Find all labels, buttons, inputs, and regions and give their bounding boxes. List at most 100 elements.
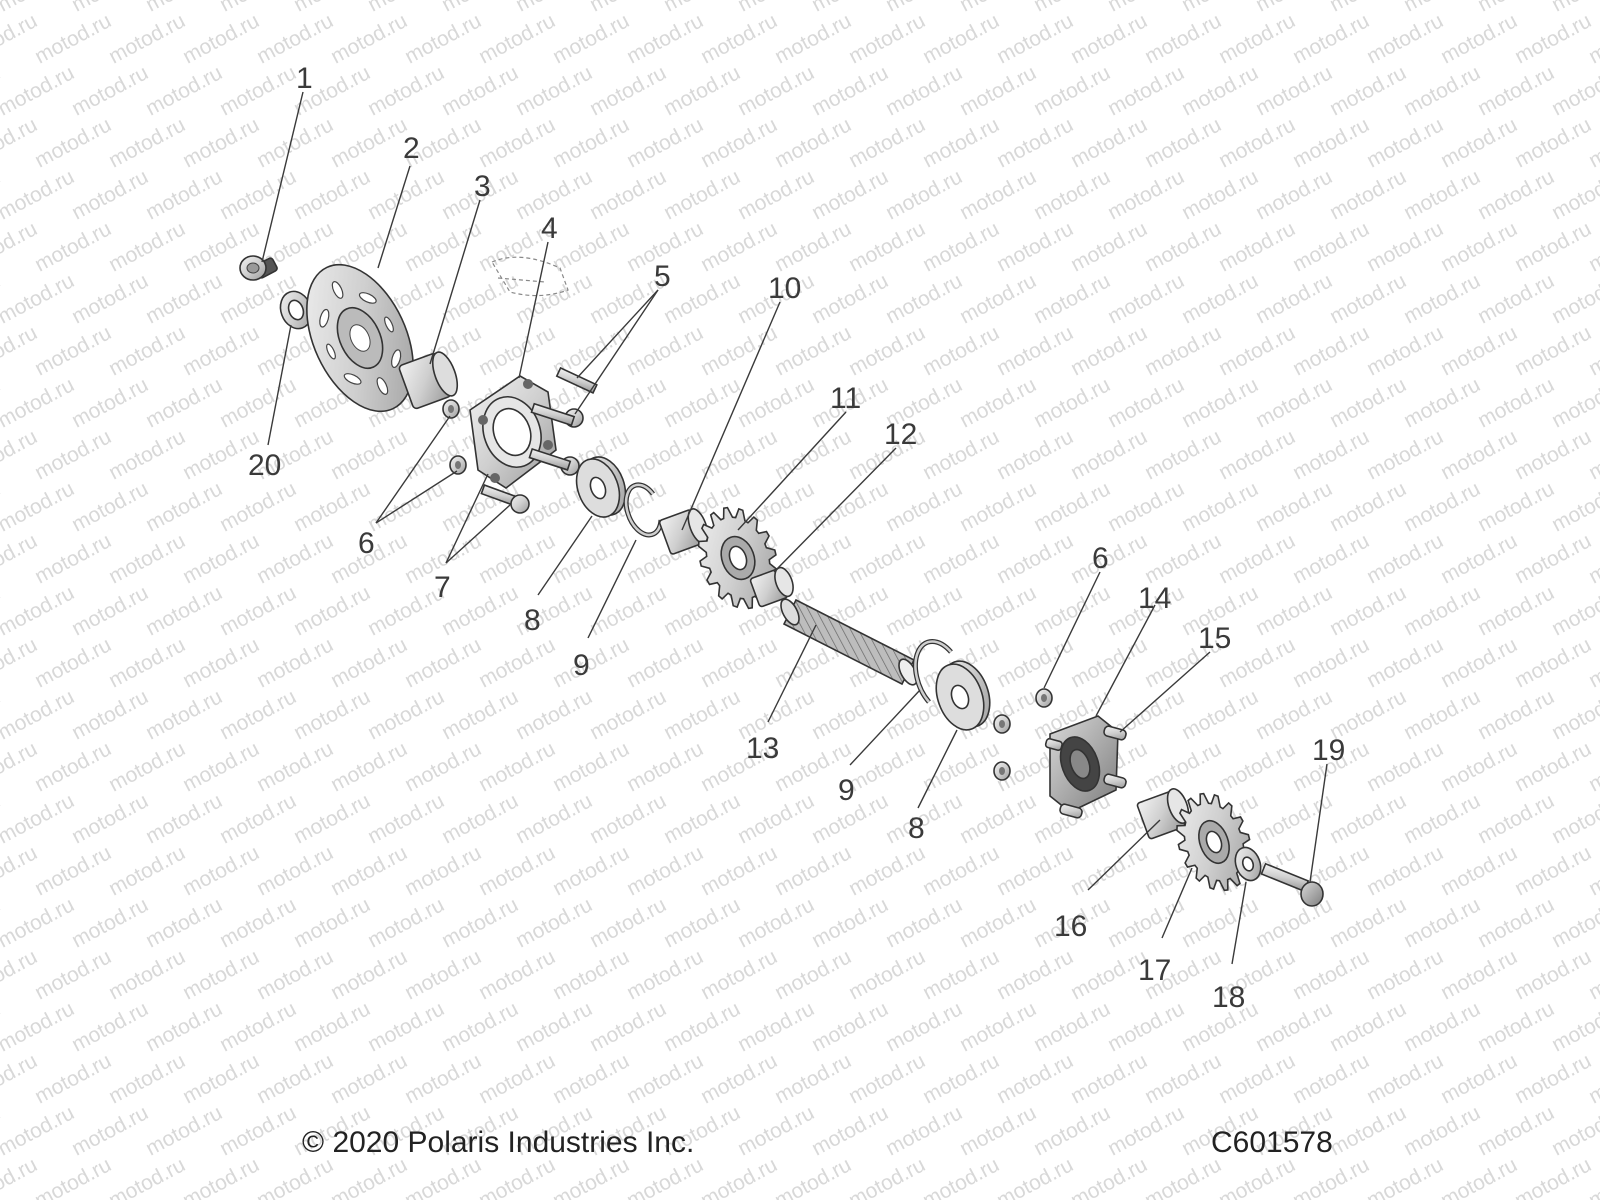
watermark-text: motod.ru (1289, 425, 1373, 484)
watermark-text: motod.ru (623, 633, 707, 692)
watermark-text: motod.ru (401, 1153, 485, 1200)
watermark-text: motod.ru (808, 269, 892, 328)
watermark-text: motod.ru (475, 737, 559, 796)
watermark-text: motod.ru (623, 425, 707, 484)
watermark-text: motod.ru (1400, 685, 1484, 744)
callout-10: 10 (768, 272, 801, 305)
watermark-text: motod.ru (1141, 1153, 1225, 1200)
watermark-text: motod.ru (956, 581, 1040, 640)
watermark-text: motod.ru (845, 113, 929, 172)
watermark-text: motod.ru (253, 1153, 337, 1200)
watermark-text: motod.ru (1511, 1049, 1595, 1108)
watermark-text: motod.ru (142, 1101, 226, 1160)
watermark-text: motod.ru (1437, 737, 1521, 796)
watermark-text: motod.ru (586, 165, 670, 224)
watermark-text: motod.ru (1548, 997, 1600, 1056)
watermark-text: motod.ru (0, 1049, 41, 1108)
watermark-text: motod.ru (697, 945, 781, 1004)
watermark-text: motod.ru (364, 477, 448, 536)
watermark-text: motod.ru (1141, 737, 1225, 796)
watermark-text: motod.ru (882, 0, 966, 16)
watermark-text: motod.ru (179, 529, 263, 588)
watermark-text: motod.ru (1437, 529, 1521, 588)
watermark-text: motod.ru (327, 1049, 411, 1108)
watermark-text: motod.ru (549, 113, 633, 172)
watermark-text: motod.ru (0, 113, 41, 172)
watermark-text: motod.ru (1363, 321, 1447, 380)
watermark-text: motod.ru (142, 685, 226, 744)
watermark-text: motod.ru (1178, 0, 1262, 16)
watermark-text: motod.ru (1104, 997, 1188, 1056)
watermark-text: motod.ru (1363, 633, 1447, 692)
watermark-text: motod.ru (882, 269, 966, 328)
watermark-text: motod.ru (1511, 425, 1595, 484)
watermark-text: motod.ru (586, 581, 670, 640)
watermark-text: motod.ru (549, 1153, 633, 1200)
watermark-text: motod.ru (993, 321, 1077, 380)
leader-lines (261, 91, 1328, 965)
watermark-text: motod.ru (734, 0, 818, 16)
part-19-bolt (1260, 862, 1324, 907)
watermark-text: motod.ru (1400, 0, 1484, 16)
watermark-text: motod.ru (771, 425, 855, 484)
watermark-text: motod.ru (438, 789, 522, 848)
part-18-washer (1234, 846, 1262, 882)
watermark-text: motod.ru (1474, 893, 1558, 952)
callout-12: 12 (884, 418, 917, 451)
watermark-text: motod.ru (1511, 1153, 1595, 1200)
watermark-text: motod.ru (364, 61, 448, 120)
watermark-text: motod.ru (475, 1049, 559, 1108)
watermark-text: motod.ru (216, 581, 300, 640)
watermark-text: motod.ru (1474, 997, 1558, 1056)
watermark-text: motod.ru (253, 841, 337, 900)
watermark-text: motod.ru (1141, 321, 1225, 380)
watermark-text: motod.ru (1030, 61, 1114, 120)
watermark-text: motod.ru (1252, 373, 1336, 432)
watermark-text: motod.ru (660, 269, 744, 328)
watermark-text: motod.ru (1363, 945, 1447, 1004)
part-14-hub (1049, 715, 1119, 813)
watermark-text: motod.ru (0, 477, 78, 536)
watermark-text: motod.ru (216, 789, 300, 848)
callout-6-left: 6 (358, 527, 375, 560)
part-9-snap-ring-left (623, 482, 664, 538)
watermark-text: motod.ru (512, 997, 596, 1056)
watermark-text: motod.ru (290, 997, 374, 1056)
watermark-text: motod.ru (993, 1153, 1077, 1200)
watermark-text: motod.ru (1511, 633, 1595, 692)
watermark-text: motod.ru (993, 529, 1077, 588)
watermark-text: motod.ru (697, 113, 781, 172)
watermark-text: motod.ru (1363, 217, 1447, 276)
watermark-text: motod.ru (1289, 113, 1373, 172)
watermark-text: motod.ru (993, 425, 1077, 484)
watermark-text: motod.ru (1252, 581, 1336, 640)
watermark-text: motod.ru (623, 841, 707, 900)
watermark-text: motod.ru (1400, 373, 1484, 432)
watermark-text: motod.ru (1400, 581, 1484, 640)
watermark-text: motod.ru (771, 1153, 855, 1200)
watermark-text: motod.ru (1289, 1153, 1373, 1200)
watermark-text: motod.ru (68, 477, 152, 536)
watermark-text: motod.ru (105, 1049, 189, 1108)
watermark-text: motod.ru (919, 841, 1003, 900)
watermark-text: motod.ru (882, 893, 966, 952)
callout-8-left: 8 (524, 604, 541, 637)
watermark-text: motod.ru (1252, 789, 1336, 848)
watermark-text: motod.ru (1252, 269, 1336, 328)
watermark-text: motod.ru (1141, 217, 1225, 276)
watermark-text: motod.ru (68, 373, 152, 432)
callout-11: 11 (830, 382, 861, 415)
watermark-text: motod.ru (105, 321, 189, 380)
watermark-text: motod.ru (1511, 217, 1595, 276)
watermark-text: motod.ru (1437, 633, 1521, 692)
watermark-text: motod.ru (327, 633, 411, 692)
watermark-text: motod.ru (1326, 0, 1410, 16)
watermark-text: motod.ru (1474, 685, 1558, 744)
watermark-text: motod.ru (1252, 165, 1336, 224)
part-7-bolts (480, 484, 530, 514)
watermark-text: motod.ru (623, 113, 707, 172)
watermark-text: motod.ru (401, 9, 485, 68)
watermark-text: motod.ru (845, 321, 929, 380)
watermark-text: motod.ru (1104, 61, 1188, 120)
watermark-text: motod.ru (919, 217, 1003, 276)
